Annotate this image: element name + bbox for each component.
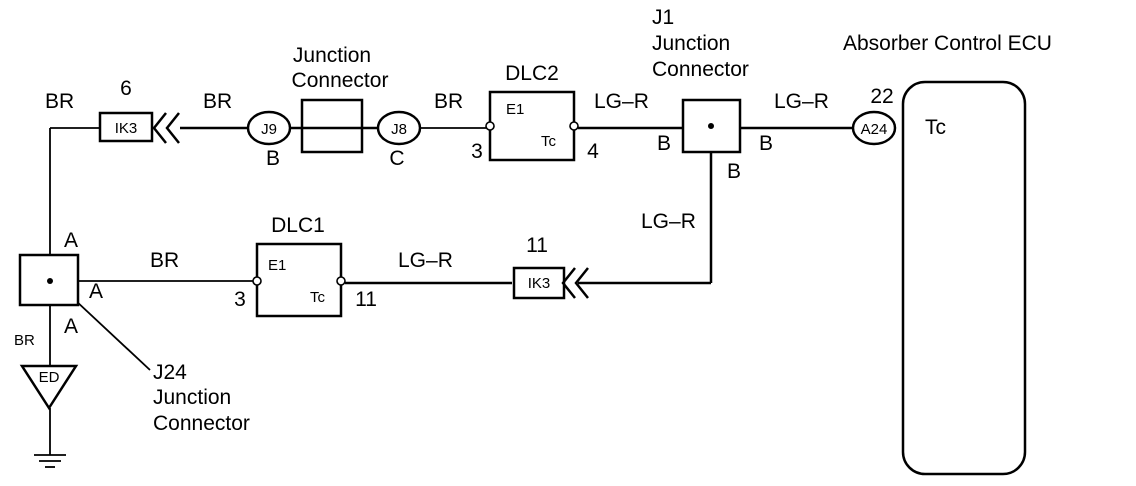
dlc2-term-e1: E1 xyxy=(506,101,524,118)
wire-label-lgr-lower: LG–R xyxy=(398,249,453,272)
dlc2-pin-right: 4 xyxy=(587,140,599,163)
j1-line1: J1 xyxy=(652,6,674,29)
j1-pin-bottom: B xyxy=(727,160,741,183)
dlc1-term-tc: Tc xyxy=(310,289,326,306)
ik3-top-pin: 6 xyxy=(120,77,132,100)
j24-junction-connector: A A A J24 Junction Connector xyxy=(18,229,250,435)
j24-pin-bottom: A xyxy=(64,315,78,338)
j1-line2: Junction xyxy=(652,32,730,55)
j1-pin-left: B xyxy=(657,132,671,155)
j24-line3: Connector xyxy=(153,412,250,435)
dlc1-term-e1: E1 xyxy=(268,257,286,274)
wire-label-br-ground: BR xyxy=(14,332,35,349)
ik3-bottom-label: IK3 xyxy=(528,275,551,292)
j24-pin-right: A xyxy=(89,280,103,303)
dlc2-term-tc: Tc xyxy=(541,133,557,150)
wire-label-br-lower: BR xyxy=(150,249,179,272)
ik3-top-label: IK3 xyxy=(115,120,138,137)
wire-label-lgr-top1: LG–R xyxy=(594,90,649,113)
dlc2-connector: DLC2 E1 Tc 3 4 xyxy=(471,62,599,163)
wire-label-lgr-vertical: LG–R xyxy=(641,210,696,233)
ecu-pin-number: 22 xyxy=(870,85,893,108)
j8-pin: C xyxy=(389,147,404,170)
junction-top-line2: Connector xyxy=(292,69,389,92)
wire-label-br-left: BR xyxy=(45,90,74,113)
ecu-title: Absorber Control ECU xyxy=(843,32,1052,55)
dlc2-title: DLC2 xyxy=(505,62,559,85)
wire-label-lgr-top2: LG–R xyxy=(774,90,829,113)
dlc2-pin-left: 3 xyxy=(471,140,483,163)
j9-pin: B xyxy=(266,147,280,170)
j1-junction-connector: J1 Junction Connector B B B xyxy=(652,6,773,183)
ground-symbol: ED xyxy=(19,364,79,468)
ik3-top-connector: IK3 6 xyxy=(98,77,180,144)
ik3-bottom-connector: IK3 11 xyxy=(512,234,589,300)
absorber-control-ecu: A24 Absorber Control ECU 22 Tc xyxy=(843,32,1052,476)
junction-connector-top: J9 J8 Junction Connector B C xyxy=(246,44,422,170)
dlc1-pin-right: 11 xyxy=(355,288,377,311)
ik3-bottom-pin: 11 xyxy=(526,234,548,257)
wire-label-br-mid: BR xyxy=(203,90,232,113)
j24-pin-top: A xyxy=(64,229,78,252)
j1-line3: Connector xyxy=(652,58,749,81)
j24-line2: Junction xyxy=(153,386,231,409)
wire-labels: BR BR BR BR BR LG–R LG–R LG–R LG–R xyxy=(14,90,829,349)
dlc1-connector: DLC1 E1 Tc 3 11 xyxy=(234,214,377,318)
ecu-terminal: Tc xyxy=(925,116,946,139)
j8-label: J8 xyxy=(391,121,407,138)
wire-label-br-dlc2: BR xyxy=(434,90,463,113)
dlc1-title: DLC1 xyxy=(271,214,325,237)
ecu-connector: A24 xyxy=(861,121,888,138)
j24-line1: J24 xyxy=(153,361,187,384)
j1-pin-right: B xyxy=(759,132,773,155)
dlc1-pin-left: 3 xyxy=(234,288,246,311)
junction-top-line1: Junction xyxy=(293,44,371,67)
j9-label: J9 xyxy=(261,121,277,138)
ground-label: ED xyxy=(39,369,60,386)
